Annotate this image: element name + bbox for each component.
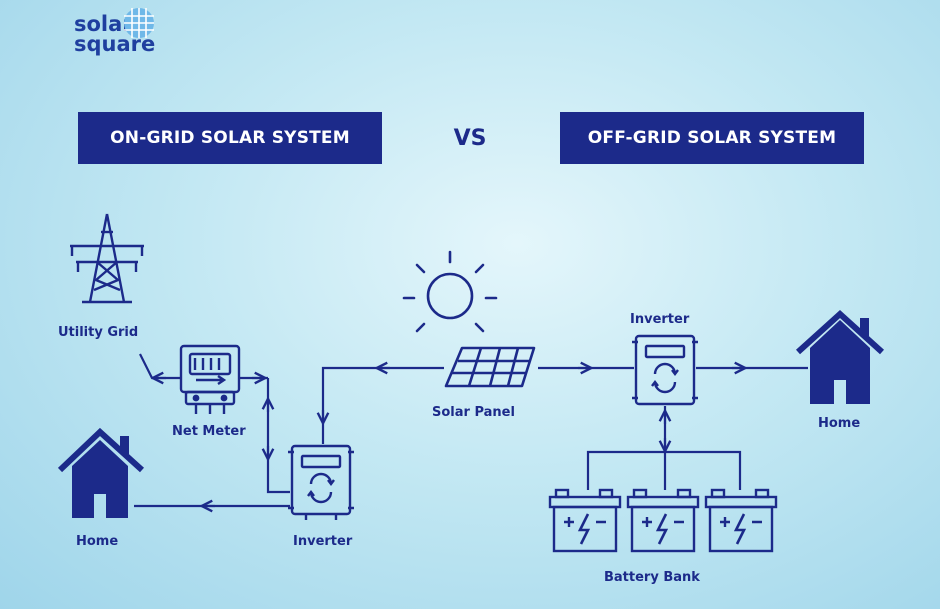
on-grid-title: ON-GRID SOLAR SYSTEM: [110, 128, 350, 148]
battery-bank-label: Battery Bank: [604, 570, 700, 585]
solar-panel-label: Solar Panel: [432, 405, 515, 420]
off-grid-banner: OFF-GRID SOLAR SYSTEM: [560, 112, 864, 164]
solar-panel-icon: [444, 346, 536, 388]
transmission-tower-icon: [70, 213, 144, 304]
logo-grid-icon: [124, 8, 154, 38]
off-grid-wiring: [538, 368, 808, 490]
logo-line-1: solar: [74, 12, 133, 36]
home-left-label: Home: [76, 534, 119, 549]
battery-bank-icon: [548, 488, 778, 553]
net-meter-label: Net Meter: [172, 424, 246, 439]
vs-label: VS: [453, 126, 487, 151]
home-left-icon: [57, 427, 145, 518]
home-right-icon: [795, 309, 885, 404]
inverter-left-icon: [288, 444, 354, 520]
battery-2-icon: [626, 488, 700, 553]
utility-grid-label: Utility Grid: [58, 325, 139, 340]
battery-3-icon: [704, 488, 778, 553]
inverter-right-label: Inverter: [630, 312, 690, 327]
net-meter-icon: [179, 344, 241, 414]
inverter-left-label: Inverter: [293, 534, 353, 549]
sun-icon: [402, 250, 498, 333]
inverter-right-icon: [632, 334, 698, 406]
on-grid-banner: ON-GRID SOLAR SYSTEM: [78, 112, 382, 164]
off-grid-title: OFF-GRID SOLAR SYSTEM: [587, 128, 837, 148]
on-grid-wiring: [134, 353, 444, 506]
solarsquare-logo: solar square: [74, 12, 156, 56]
battery-1-icon: [548, 488, 622, 553]
home-right-label: Home: [818, 416, 861, 431]
logo-line-2: square: [74, 32, 156, 56]
